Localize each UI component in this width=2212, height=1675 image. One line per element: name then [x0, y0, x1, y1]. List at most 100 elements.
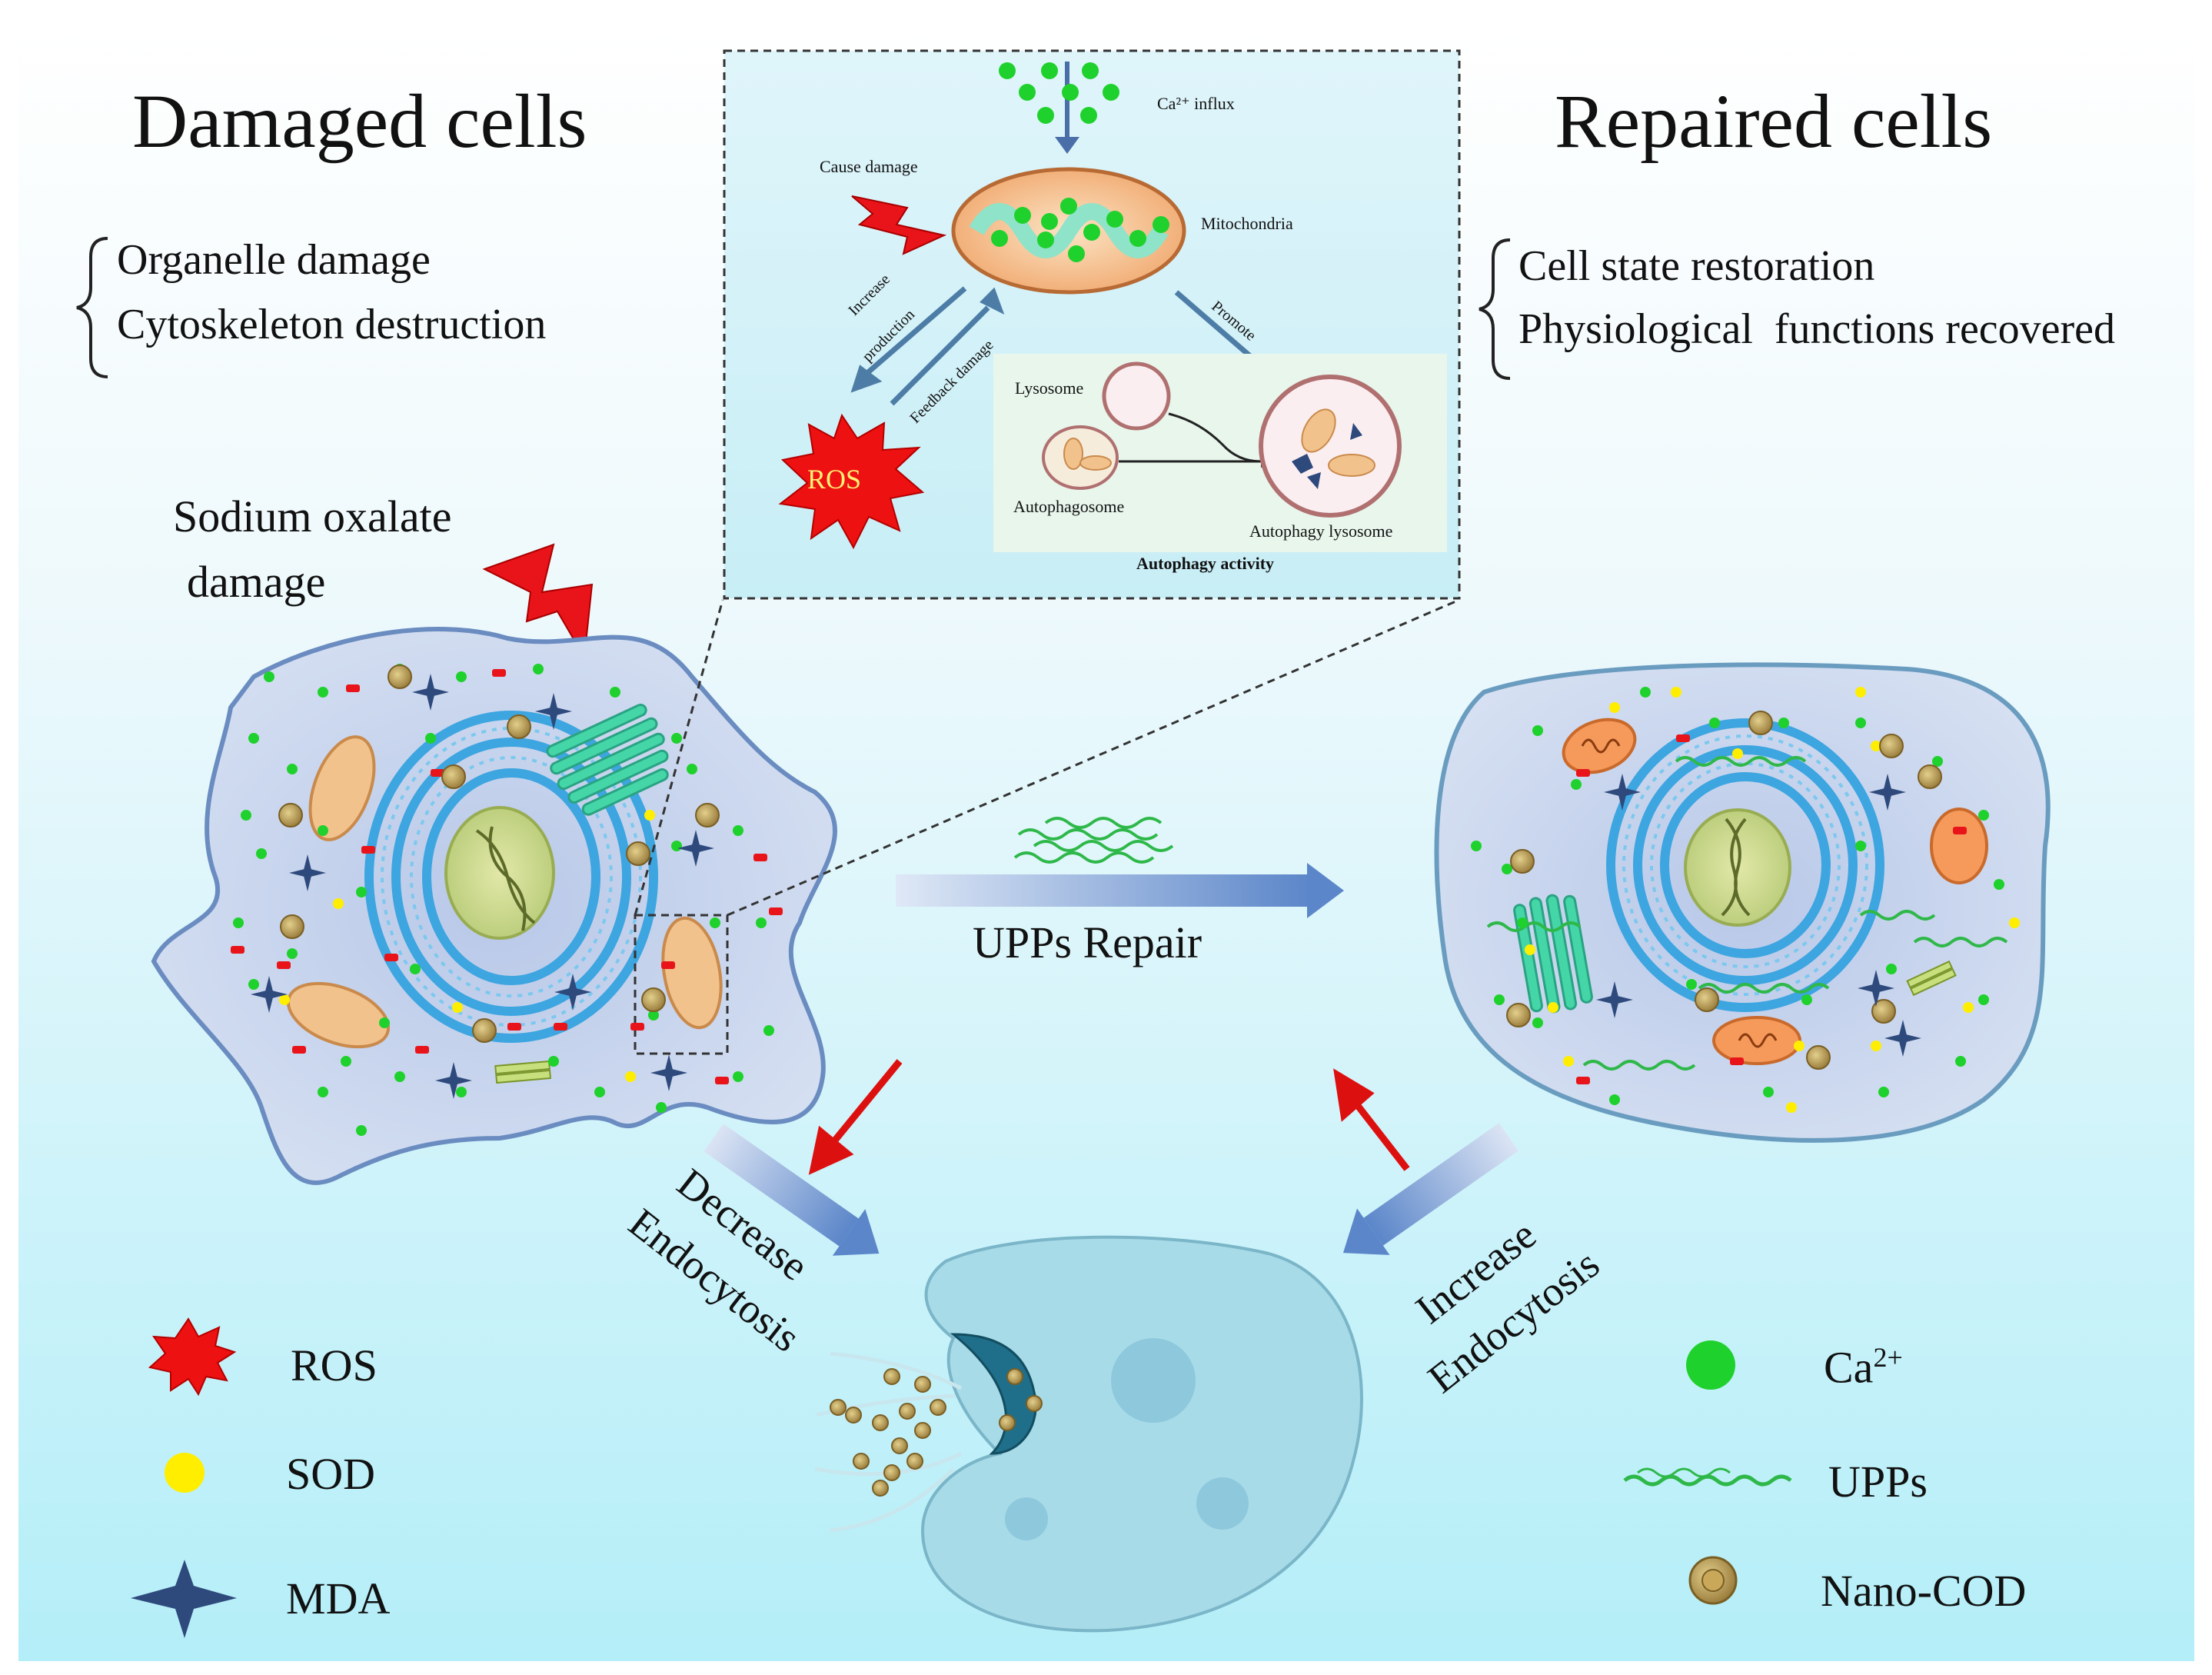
mda-star: [289, 854, 326, 891]
ros-particle: [384, 954, 398, 961]
calcium-dot: [1502, 864, 1512, 874]
nano-cod-particle: [906, 1453, 923, 1470]
ros-particle: [554, 1023, 567, 1031]
sod-dot: [1871, 1041, 1881, 1051]
calcium-dot: [1082, 62, 1099, 79]
sod-dot: [625, 1071, 636, 1082]
inset-ca-influx: Ca²⁺ influx: [1157, 94, 1235, 113]
repaired-cell: [1434, 662, 2051, 1143]
upps-fiber-icon: [1623, 1474, 1792, 1487]
endocytic-cell: [814, 1235, 1363, 1633]
calcium-dot: [548, 1056, 559, 1067]
calcium-dot: [1878, 1087, 1889, 1097]
calcium-dot: [756, 917, 767, 928]
calcium-dot: [1106, 211, 1123, 228]
nano-cod-particle: [914, 1422, 931, 1439]
calcium-dot: [318, 687, 328, 698]
calcium-dot: [648, 1010, 659, 1021]
calcium-dot: [1517, 917, 1528, 928]
nano-cod-particle: [999, 1414, 1016, 1431]
repair-arrow: [896, 874, 1311, 907]
sod-dot: [1855, 687, 1866, 698]
calcium-dot: [610, 687, 620, 698]
nano-cod-particle: [507, 714, 531, 739]
nano-cod-particle: [891, 1437, 908, 1454]
nano-cod-particle: [830, 1399, 847, 1416]
calcium-dot: [1763, 1087, 1774, 1097]
nano-cod-particle-icon: [1688, 1556, 1738, 1605]
calcium-dot: [341, 1056, 351, 1067]
calcium-dot: [1855, 718, 1866, 728]
calcium-dot: [410, 964, 421, 974]
calcium-dot: [1494, 994, 1505, 1005]
calcium-dot: [248, 979, 259, 990]
right-effect-2: Physiological functions recovered: [1518, 305, 2116, 353]
calcium-dot: [763, 1025, 774, 1036]
calcium-dot: [264, 671, 274, 682]
calcium-dot: [594, 1087, 605, 1097]
mda-star: [1858, 970, 1894, 1007]
nano-cod-particle: [914, 1376, 931, 1393]
repaired-cells-title: Repaired cells: [1555, 78, 1993, 164]
calcium-dot: [671, 841, 682, 851]
ros-particle: [231, 946, 244, 954]
ros-particle: [753, 854, 767, 861]
calcium-dot: [1037, 231, 1054, 248]
upps-fiber-cluster: [1013, 817, 1174, 864]
nano-cod-particle: [1879, 734, 1904, 758]
calcium-dot: [1153, 216, 1169, 233]
calcium-dot: [1041, 213, 1058, 230]
sod-dot: [1963, 1002, 1974, 1013]
nano-cod-particle: [1026, 1395, 1043, 1412]
mda-star: [412, 674, 449, 711]
calcium-dot: [287, 764, 298, 774]
ros-particle: [1576, 1077, 1590, 1084]
ros-particle: [415, 1046, 429, 1054]
mda-star: [535, 693, 572, 730]
sod-dot: [2009, 917, 2020, 928]
calcium-dot: [1932, 756, 1943, 767]
nano-cod-particle: [1510, 849, 1535, 874]
calcium-dot: [710, 917, 720, 928]
nano-cod-particle: [1918, 764, 1942, 789]
nano-cod-particle: [695, 803, 720, 828]
inset-mitochondria: Mitochondria: [1201, 214, 1293, 233]
nano-cod-particle: [872, 1480, 889, 1497]
inset-autophagosome: Autophagosome: [1013, 497, 1125, 516]
ros-particle: [630, 1023, 644, 1031]
nano-cod-particle: [441, 764, 466, 789]
calcium-dot: [456, 1087, 467, 1097]
calcium-dot: [1103, 84, 1119, 101]
ros-particle: [1676, 734, 1690, 742]
sod-dot: [1563, 1056, 1574, 1067]
calcium-dot: [1686, 979, 1697, 990]
calcium-dot: [733, 1071, 743, 1082]
calcium-dot: [1062, 84, 1079, 101]
sod-dot: [1732, 748, 1743, 759]
ros-particle: [277, 961, 291, 969]
calcium-dot: [991, 230, 1008, 247]
calcium-dot: [1129, 230, 1146, 247]
nano-cod-particle: [872, 1414, 889, 1431]
left-effect-1: Organelle damage: [117, 236, 431, 284]
calcium-dot: [233, 917, 244, 928]
legend-upps-label: UPPs: [1828, 1457, 1928, 1507]
nano-cod-particle: [1748, 711, 1773, 735]
ros-particle: [507, 1023, 521, 1031]
damage-label-1: Sodium oxalate: [173, 491, 452, 541]
nano-cod-particle: [278, 803, 303, 828]
calcium-dot: [356, 1125, 367, 1136]
nano-cod-particle: [626, 841, 650, 866]
calcium-dot: [1978, 994, 1989, 1005]
inset-lysosome: Lysosome: [1015, 378, 1084, 398]
left-effect-2: Cytoskeleton destruction: [117, 301, 547, 348]
nano-cod-particle: [388, 664, 412, 689]
legend-calcium-label: Ca2+: [1824, 1344, 1903, 1390]
mda-star: [650, 1054, 687, 1091]
right-brace: [1479, 238, 1511, 380]
particle-layer: [231, 62, 2020, 1497]
calcium-dot: [1060, 198, 1077, 215]
calcium-dot: [1571, 779, 1582, 790]
ros-particle: [715, 1077, 729, 1084]
